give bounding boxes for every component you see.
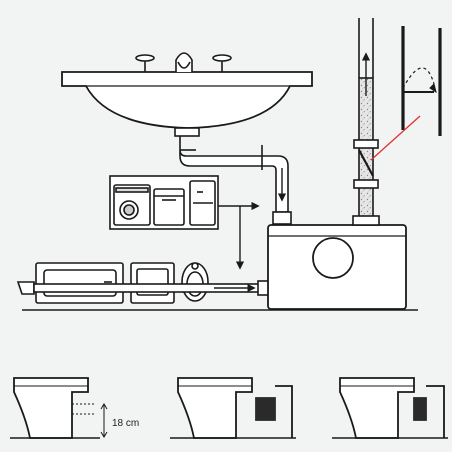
macerator-pump-unit	[267, 224, 407, 310]
toilet-step-1	[10, 377, 100, 439]
discharge-pipe	[352, 77, 380, 226]
check-valve-detail	[370, 26, 442, 161]
discharge-pipe-top	[358, 18, 374, 78]
appliance-group	[109, 175, 219, 230]
toilet-step-2	[170, 377, 296, 439]
toilet-step-3	[332, 377, 448, 439]
basin-drain-pipe	[174, 127, 292, 225]
faucet-icon	[135, 52, 232, 72]
floor-drain-pipe	[16, 280, 271, 296]
clearance-dimension	[100, 403, 108, 438]
bidet	[181, 262, 209, 302]
clearance-label: 18 cm	[112, 418, 139, 429]
shower-tray	[130, 262, 175, 304]
washbasin	[61, 71, 313, 129]
bathtub	[35, 262, 124, 304]
